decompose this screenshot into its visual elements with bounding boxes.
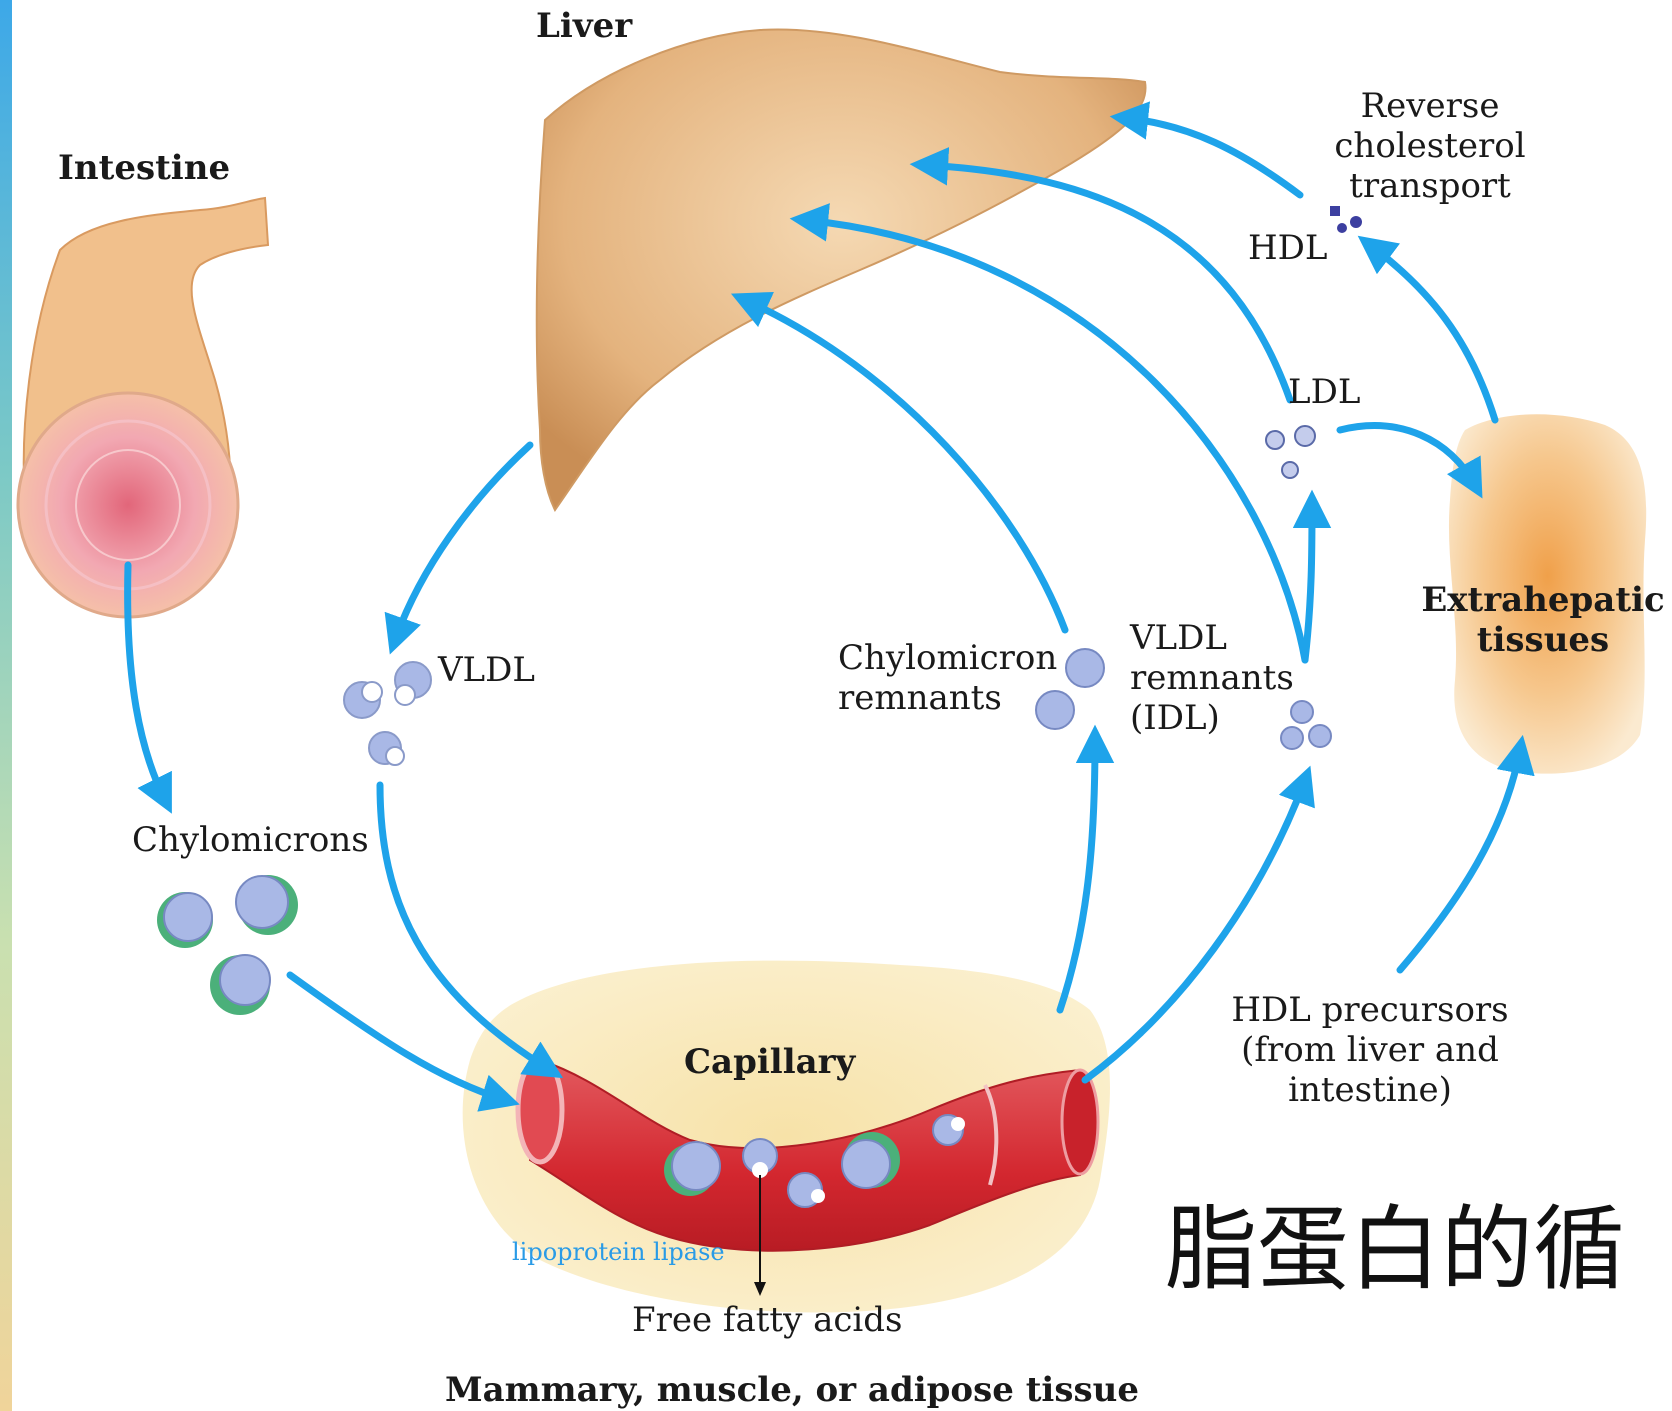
liver-shape	[537, 29, 1146, 510]
extrahepatic-label: Extrahepatic tissues	[1418, 580, 1668, 660]
arrow-extrahepatic-to-hdl	[1370, 245, 1495, 420]
reverse-transport-line-3: transport	[1330, 166, 1530, 206]
chylomicron-particles	[157, 875, 298, 1015]
arrow-chylo-remnants-to-liver	[745, 300, 1065, 630]
arrow-hdl-to-liver	[1125, 118, 1300, 195]
liver-label: Liver	[536, 6, 632, 46]
extrahepatic-line-1: Extrahepatic	[1418, 580, 1668, 620]
hdl-precursors-line-3: intestine)	[1220, 1070, 1520, 1110]
free-fatty-acids-label: Free fatty acids	[632, 1300, 903, 1340]
arrow-capillary-to-chylo-remnants	[1060, 740, 1095, 1010]
hdl-precursors-line-1: HDL precursors	[1220, 990, 1520, 1030]
ldl-label: LDL	[1288, 372, 1360, 412]
ldl-particles	[1266, 426, 1315, 478]
intestine-label: Intestine	[58, 148, 230, 188]
chylomicrons-label: Chylomicrons	[132, 820, 369, 860]
intestine-shape	[18, 198, 268, 617]
lipoprotein-lipase-label: lipoprotein lipase	[512, 1238, 725, 1266]
chinese-caption: 脂蛋白的循	[1165, 1195, 1625, 1305]
extrahepatic-line-2: tissues	[1418, 620, 1668, 660]
hdl-precursors-line-2: (from liver and	[1220, 1030, 1520, 1070]
reverse-transport-line-1: Reverse	[1330, 86, 1530, 126]
reverse-transport-line-2: cholesterol	[1330, 126, 1530, 166]
chylomicron-remnants-label: Chylomicron remnants	[838, 638, 1057, 718]
reverse-transport-label: Reverse cholesterol transport	[1330, 86, 1530, 206]
vldl-remnants-line-1: VLDL	[1130, 618, 1294, 658]
vldl-label: VLDL	[438, 650, 535, 690]
capillary-label: Capillary	[684, 1042, 855, 1082]
chylomicron-remnants-line-1: Chylomicron	[838, 638, 1057, 678]
hdl-label: HDL	[1248, 228, 1328, 268]
hdl-precursors-label: HDL precursors (from liver and intestine…	[1220, 990, 1520, 1110]
vldl-particles	[344, 662, 431, 765]
arrow-idl-to-ldl	[1305, 505, 1312, 660]
vldl-remnants-line-3: (IDL)	[1130, 698, 1294, 738]
arrow-liver-to-vldl	[395, 445, 530, 640]
vldl-remnants-label: VLDL remnants (IDL)	[1130, 618, 1294, 738]
arrow-hdl-precursors-to-extrahepatic	[1400, 750, 1520, 970]
chylomicron-remnants-line-2: remnants	[838, 678, 1057, 718]
vldl-remnants-line-2: remnants	[1130, 658, 1294, 698]
tissue-label: Mammary, muscle, or adipose tissue	[445, 1370, 1139, 1410]
hdl-particles	[1330, 206, 1362, 233]
